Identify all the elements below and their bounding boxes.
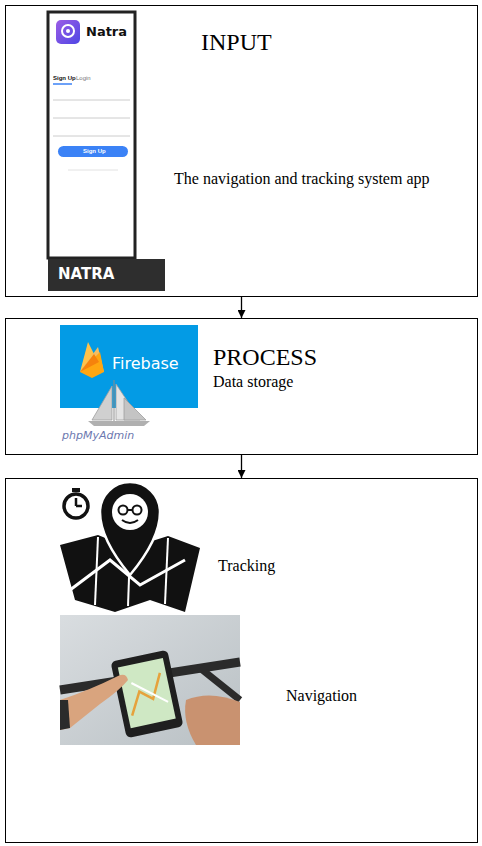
box-heading: INPUT xyxy=(201,26,272,58)
box-text: Data storage xyxy=(213,371,293,393)
box-text: Tracking xyxy=(218,555,275,577)
box-heading: PROCESS xyxy=(213,341,317,373)
logo-text: Firebase xyxy=(112,356,179,372)
input-box: INPUT The navigation and tracking system … xyxy=(5,5,478,297)
natra-badge xyxy=(48,259,165,291)
output-box: TrackingNavigation xyxy=(5,478,478,843)
tracking-icon xyxy=(60,482,200,612)
phpmyadmin-logo xyxy=(88,380,150,426)
flow-arrow xyxy=(241,455,242,478)
app-screenshot xyxy=(48,12,135,258)
bike-navigation-photo xyxy=(60,615,240,745)
logo-text: NATRA xyxy=(58,267,114,282)
app-name: Natra xyxy=(86,25,127,38)
tab-label: Sign Up xyxy=(53,75,76,81)
box-text: The navigation and tracking system app xyxy=(174,168,469,190)
flow-arrow xyxy=(241,297,242,318)
tab-label: Login xyxy=(76,75,91,81)
firebase-logo xyxy=(60,325,198,408)
button-label: Sign Up xyxy=(83,148,106,154)
box-text: Navigation xyxy=(286,685,357,707)
logo-text: phpMyAdmin xyxy=(62,430,134,441)
